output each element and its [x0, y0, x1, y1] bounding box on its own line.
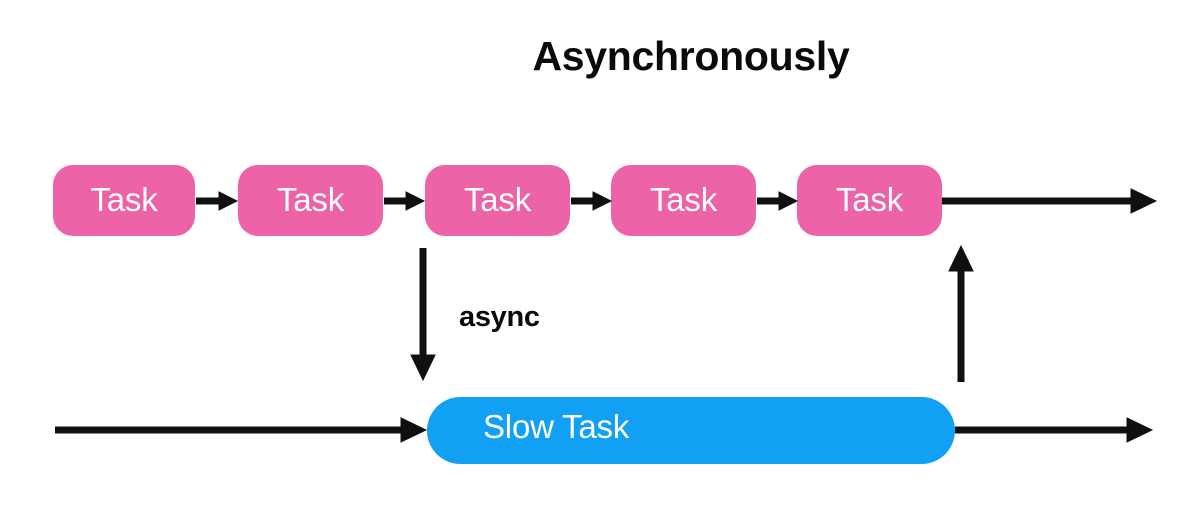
- task-node-2-label: Task: [276, 180, 345, 218]
- task-node-3-label: Task: [463, 180, 532, 218]
- task-node-4-label: Task: [649, 180, 718, 218]
- slow-task-exit-arrow: [955, 417, 1154, 443]
- connector-arrow-2: [384, 191, 426, 211]
- page-title: Asynchronously: [532, 33, 850, 79]
- task-node-2[interactable]: Task: [238, 165, 383, 236]
- task-node-1-label: Task: [90, 180, 158, 218]
- slow-task-label: Slow Task: [483, 408, 630, 445]
- task-node-4[interactable]: Task: [611, 165, 756, 236]
- connector-arrow-1: [196, 191, 239, 211]
- slow-task-node[interactable]: [427, 397, 955, 464]
- connector-arrow-4: [757, 191, 799, 211]
- task-node-5[interactable]: Task: [797, 165, 942, 236]
- async-branch-arrow-down: [410, 248, 436, 382]
- task-node-5-label: Task: [835, 180, 904, 218]
- connector-arrow-3: [571, 191, 613, 211]
- task-node-3[interactable]: Task: [425, 165, 570, 236]
- slow-task-entry-arrow: [55, 417, 428, 443]
- async-return-arrow-up: [948, 244, 974, 382]
- async-annotation-label: async: [459, 301, 540, 333]
- main-flow-exit-arrow: [942, 188, 1158, 214]
- task-node-1[interactable]: Task: [53, 165, 195, 236]
